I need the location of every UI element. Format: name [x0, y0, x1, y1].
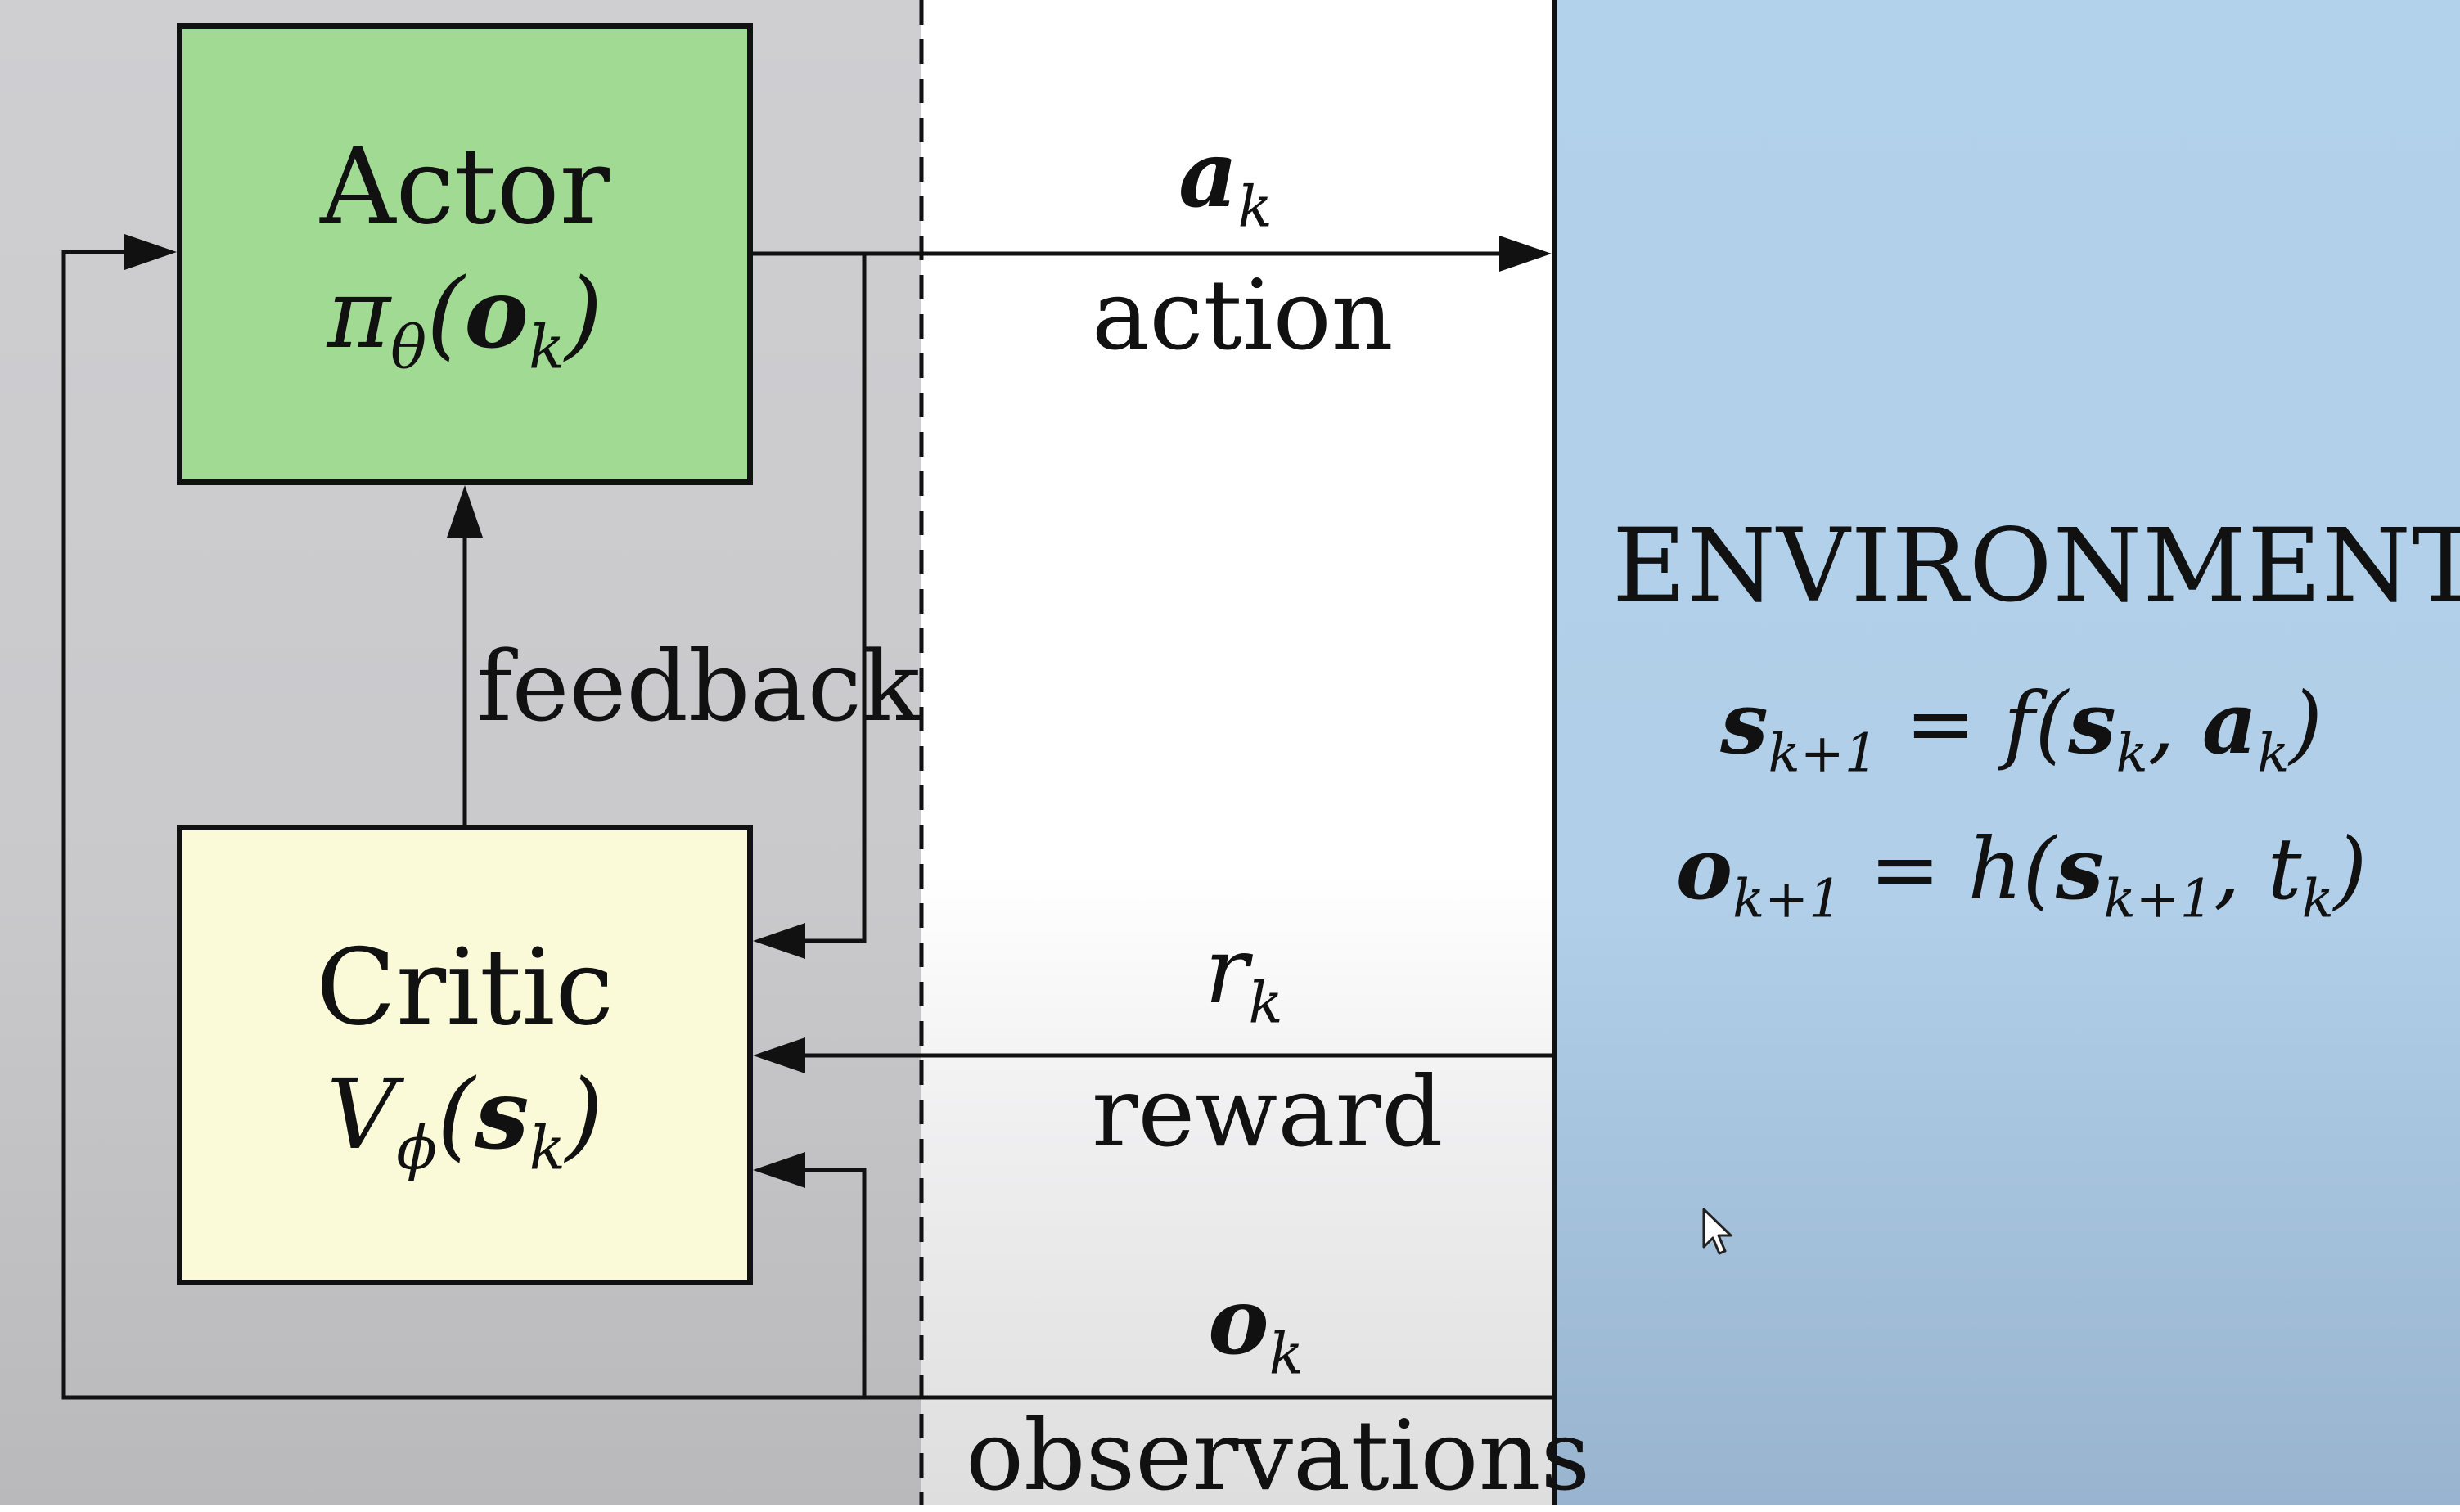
- observation-symbol-letter: o: [1208, 1268, 1269, 1375]
- environment-title: ENVIRONMENT: [1612, 507, 2460, 625]
- eq1-close-paren: ): [2289, 673, 2323, 773]
- eq1-lhs-subscript: k+1: [1768, 722, 1878, 785]
- policy-argument-subscript: k: [528, 313, 565, 384]
- observations-to-critic-arrowhead: [753, 1152, 805, 1188]
- action-arrowhead: [1499, 236, 1552, 272]
- actor-policy-formula: πθ(ok): [327, 256, 603, 384]
- observation-symbol-subscript: k: [1268, 1321, 1304, 1388]
- mouse-cursor-icon: [1702, 1208, 1732, 1255]
- signal-region: [921, 0, 1552, 1505]
- eq1-arg-action: a: [2201, 673, 2258, 773]
- observations-loop-line: [61, 250, 1552, 1400]
- eq2-close-paren: ): [2333, 819, 2368, 919]
- critic-block: Critic Vϕ(sk): [177, 825, 753, 1285]
- observations-to-actor-arrowhead: [124, 234, 177, 270]
- eq2-separator: , t: [2213, 819, 2302, 919]
- feedback-arrowhead: [447, 485, 483, 538]
- reward-label: reward: [1092, 1055, 1444, 1168]
- eq2-arg-state-subscript: k+1: [2103, 868, 2214, 930]
- eq2-lhs: o: [1675, 818, 1733, 919]
- critic-title: Critic: [315, 927, 615, 1050]
- value-subscript: ϕ: [396, 1114, 438, 1185]
- reward-symbol: rk: [1205, 918, 1283, 1036]
- value-argument-subscript: k: [529, 1114, 565, 1185]
- eq2-arg-time-subscript: k: [2301, 868, 2334, 930]
- critic-value-formula: Vϕ(sk): [327, 1057, 603, 1185]
- policy-argument: o: [464, 256, 529, 371]
- action-symbol: ak: [1178, 121, 1273, 240]
- eq2-lhs-subscript: k+1: [1732, 868, 1843, 930]
- feedback-label: feedback: [476, 630, 921, 743]
- action-label: action: [1092, 259, 1394, 371]
- eq1-separator: ,: [2147, 673, 2202, 773]
- eq1-lhs: s: [1720, 673, 1768, 773]
- policy-subscript: θ: [390, 313, 427, 384]
- eq1-arg-action-subscript: k: [2257, 722, 2290, 785]
- state-transition-equation: sk+1 = f(sk, ak): [1612, 673, 2431, 785]
- action-to-critic-arrowhead: [753, 923, 805, 959]
- value-symbol: V: [327, 1058, 397, 1172]
- actor-block: Actor πθ(ok): [177, 23, 753, 485]
- observations-to-critic-line: [802, 1168, 867, 1397]
- observation-symbol: ok: [1208, 1268, 1304, 1387]
- actor-title: Actor: [320, 126, 610, 249]
- policy-symbol: π: [327, 257, 391, 371]
- eq1-operator: = f(: [1877, 673, 2069, 773]
- observation-equation: ok+1 = h(sk+1, tk): [1612, 818, 2431, 930]
- eq2-operator: = h(: [1842, 819, 2057, 919]
- observations-label: observations: [966, 1399, 1591, 1512]
- eq1-arg-state-subscript: k: [2115, 722, 2148, 785]
- environment-region: [1552, 0, 2460, 1505]
- action-to-critic-line: [802, 254, 867, 943]
- eq2-arg-state: s: [2056, 818, 2104, 919]
- value-argument: s: [475, 1057, 529, 1172]
- reward-symbol-subscript: k: [1248, 970, 1283, 1037]
- reward-arrowhead: [753, 1037, 805, 1073]
- action-symbol-letter: a: [1178, 121, 1238, 228]
- action-symbol-subscript: k: [1237, 174, 1273, 241]
- eq1-arg-state: s: [2068, 673, 2116, 773]
- reward-symbol-letter: r: [1205, 918, 1249, 1024]
